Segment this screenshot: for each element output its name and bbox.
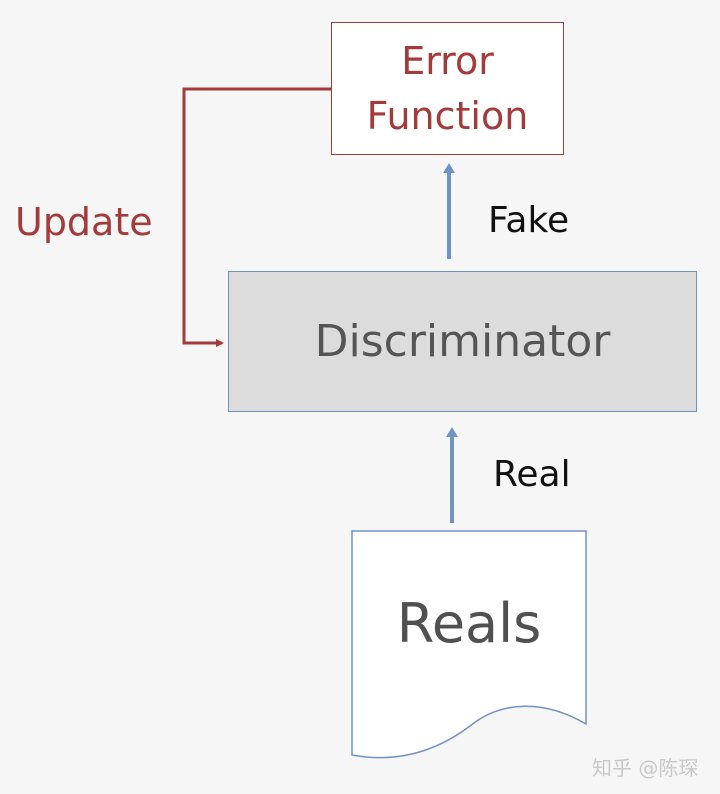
reals-document-shape	[351, 530, 587, 759]
real-label: Real	[493, 454, 571, 495]
error-function-label-line1: Error	[401, 38, 494, 83]
fake-label: Fake	[488, 200, 570, 241]
update-arrow	[182, 87, 331, 347]
discriminator-box: Discriminator	[228, 271, 697, 412]
error-function-label-line2: Function	[366, 93, 529, 138]
discriminator-label: Discriminator	[314, 316, 611, 367]
reals-label: Reals	[396, 592, 542, 655]
update-label: Update	[15, 200, 153, 244]
watermark: 知乎 @陈琛	[592, 756, 699, 780]
error-function-box: Error Function	[331, 22, 564, 155]
